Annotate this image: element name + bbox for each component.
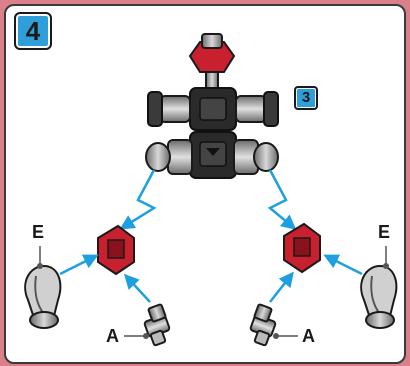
label-right-a: A bbox=[302, 326, 315, 346]
left-e-part bbox=[24, 246, 62, 329]
right-red-connector bbox=[283, 222, 321, 274]
label-left-a: A bbox=[106, 326, 119, 346]
arrow-left-connector bbox=[119, 169, 157, 230]
upper-hub bbox=[147, 87, 279, 131]
right-a-part bbox=[249, 303, 298, 347]
label-left-e: E bbox=[32, 222, 44, 242]
central-assembly bbox=[145, 33, 279, 179]
left-a-part bbox=[124, 303, 171, 347]
arrow-left-e bbox=[59, 254, 99, 276]
lower-hub bbox=[145, 131, 279, 179]
left-red-connector bbox=[97, 224, 135, 276]
arrow-left-a bbox=[123, 273, 151, 303]
subassembly-number-badge: 3 bbox=[294, 86, 318, 110]
top-red-connector bbox=[188, 33, 236, 89]
arrow-right-a bbox=[269, 271, 294, 303]
arrow-right-connector bbox=[267, 169, 297, 230]
step-number-badge: 4 bbox=[14, 12, 52, 50]
right-e-part bbox=[360, 246, 398, 329]
arrow-right-e bbox=[323, 254, 363, 276]
label-right-e: E bbox=[378, 222, 390, 242]
